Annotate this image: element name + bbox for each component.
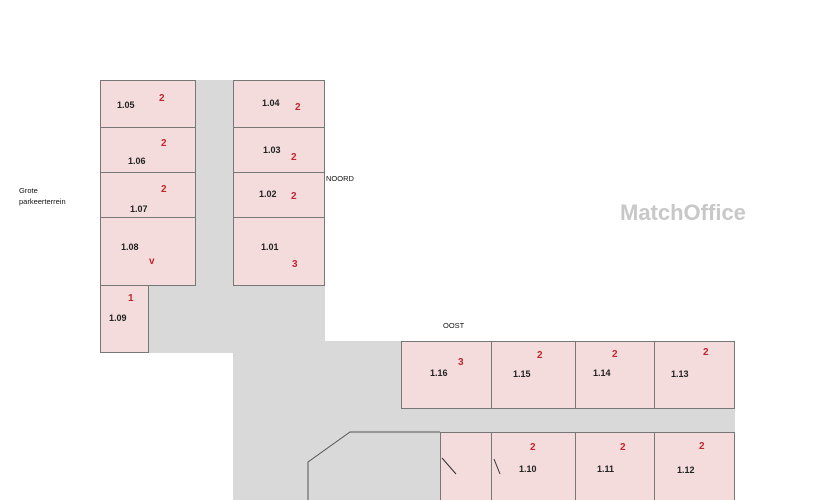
room-number: 1.01 [261, 242, 279, 252]
room-count: 2 [159, 93, 165, 104]
room-count: 2 [537, 350, 543, 361]
door-swing [441, 457, 457, 475]
room-count: 3 [292, 259, 298, 270]
room-number: 1.06 [128, 156, 146, 166]
door-swing [493, 458, 501, 475]
north-label: NOORD [326, 174, 354, 183]
room-1-02: 1.02 2 [233, 172, 325, 218]
room-number: 1.16 [430, 368, 448, 378]
room-number: 1.08 [121, 242, 139, 252]
room-count: 2 [703, 347, 709, 358]
room-count: 2 [530, 442, 536, 453]
room-number: 1.09 [109, 313, 127, 323]
room-number: 1.03 [263, 145, 281, 155]
room-count: 1 [128, 293, 134, 304]
room-1-16: 1.16 3 [401, 341, 492, 409]
angled-wall [307, 431, 440, 500]
room-count: 2 [161, 138, 167, 149]
room-1-13: 1.13 2 [654, 341, 735, 409]
parking-label: Grote parkeerterrein [19, 186, 66, 206]
room-count: 2 [620, 442, 626, 453]
room-1-07: 1.07 2 [100, 172, 196, 218]
east-label: OOST [443, 321, 465, 330]
room-count: v [149, 256, 155, 267]
watermark-logo: MatchOffice [620, 200, 746, 225]
room-number: 1.04 [262, 98, 280, 108]
room-1-05: 1.05 2 [100, 80, 196, 128]
room-number: 1.13 [671, 369, 689, 379]
room-1-08: 1.08 v [100, 217, 196, 286]
room-count: 2 [612, 349, 618, 360]
room-count: 3 [458, 357, 464, 368]
room-number: 1.02 [259, 189, 277, 199]
room-1-10: 1.10 2 [491, 432, 576, 500]
room-1-12: 1.12 2 [654, 432, 735, 500]
room-1-15: 1.15 2 [491, 341, 576, 409]
room-number: 1.14 [593, 368, 611, 378]
room-count: 2 [291, 191, 297, 202]
room-number: 1.11 [597, 464, 615, 474]
room-1-11: 1.11 2 [575, 432, 655, 500]
room-number: 1.12 [677, 465, 695, 475]
room-number: 1.15 [513, 369, 531, 379]
room-count: 2 [291, 152, 297, 163]
corridor-south [233, 340, 325, 500]
corridor-north [195, 80, 233, 285]
room-number: 1.10 [519, 464, 537, 474]
room-count: 2 [161, 184, 167, 195]
room-1-06: 1.06 2 [100, 127, 196, 173]
room-1-01: 1.01 3 [233, 217, 325, 286]
room-count: 2 [295, 102, 301, 113]
room-number: 1.07 [130, 204, 148, 214]
room-count: 2 [699, 441, 705, 452]
room-number: 1.05 [117, 100, 135, 110]
